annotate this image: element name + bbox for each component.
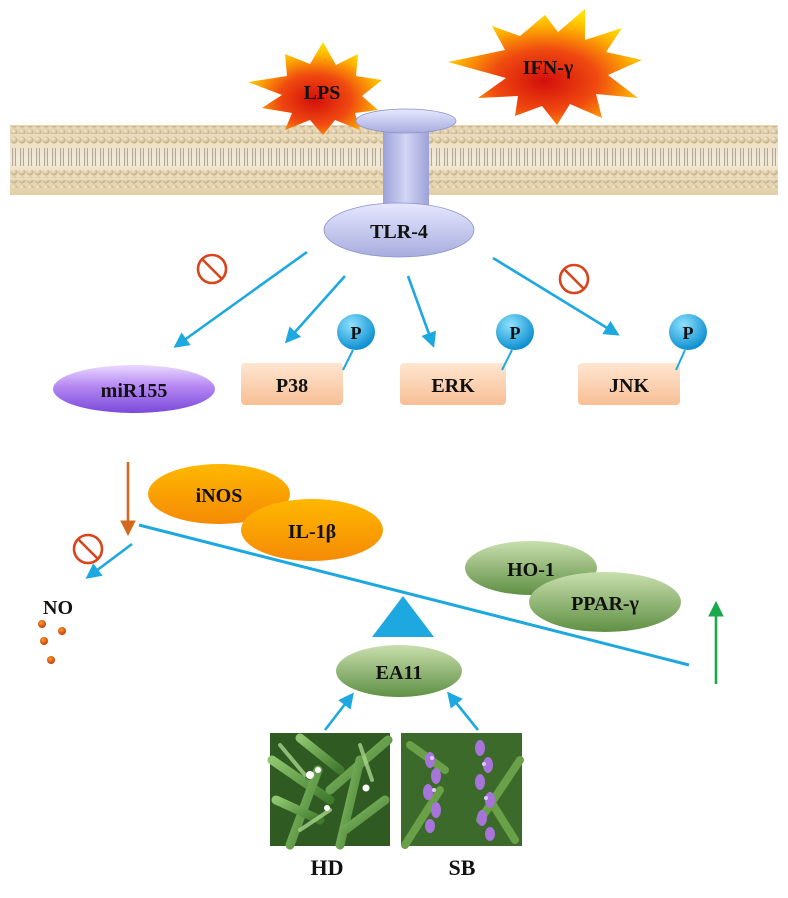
- arrow-hd-to-ea11: [323, 692, 354, 731]
- jnk-node: JNK P: [578, 314, 707, 405]
- lps-burst: LPS: [248, 42, 382, 135]
- no-dots: [38, 620, 66, 664]
- inhibit-icon-jnk: [558, 263, 590, 295]
- hd-plant-image: [267, 733, 393, 850]
- p38-node: P38 P: [241, 314, 375, 405]
- tlr4-label: TLR-4: [370, 221, 428, 243]
- jnk-label: JNK: [609, 375, 649, 397]
- inos-label: iNOS: [196, 485, 243, 507]
- arrow-to-erk: [406, 275, 437, 348]
- ea11-label: EA11: [376, 662, 423, 684]
- il1b-label: IL-1β: [288, 521, 336, 543]
- arrow-to-mir155: [173, 250, 308, 348]
- balance-fulcrum: [372, 596, 434, 637]
- ho1-label: HO-1: [507, 559, 555, 581]
- ifn-gamma-burst: IFN-γ: [448, 9, 642, 125]
- phospho-icon: [496, 314, 534, 350]
- sb-label: SB: [449, 855, 476, 880]
- arrow-to-no: [85, 542, 133, 579]
- inhibit-icon-mir155: [196, 253, 228, 285]
- p38-phospho-label: P: [351, 323, 362, 343]
- balance-beam: [138, 523, 690, 667]
- tlr4-arrows: [173, 250, 620, 348]
- ifn-gamma-label: IFN-γ: [523, 57, 574, 79]
- inhibit-icon-no: [72, 533, 104, 565]
- arrow-sb-to-ea11: [447, 691, 480, 731]
- tlr4-receptor: TLR-4: [323, 108, 475, 258]
- phospho-icon: [669, 314, 707, 350]
- lps-label: LPS: [304, 82, 341, 104]
- hd-label: HD: [311, 855, 344, 880]
- p38-label: P38: [276, 375, 308, 397]
- no-label: NO: [43, 597, 73, 619]
- il1b-node: IL-1β: [241, 499, 383, 561]
- erk-node: ERK P: [400, 314, 534, 405]
- jnk-phospho-label: P: [683, 323, 694, 343]
- ppar-gamma-label: PPAR-γ: [571, 593, 639, 615]
- arrow-to-jnk: [492, 256, 620, 336]
- inos-node: iNOS: [148, 464, 290, 524]
- ppar-gamma-node: PPAR-γ: [529, 572, 681, 632]
- sb-plant-image: [401, 733, 524, 849]
- mir155-node: miR155: [53, 365, 215, 413]
- erk-label: ERK: [431, 375, 475, 397]
- erk-phospho-label: P: [510, 323, 521, 343]
- phospho-icon: [337, 314, 375, 350]
- mir155-label: miR155: [101, 380, 168, 402]
- arrow-to-p38: [284, 275, 346, 344]
- ea11-node: EA11: [336, 645, 462, 697]
